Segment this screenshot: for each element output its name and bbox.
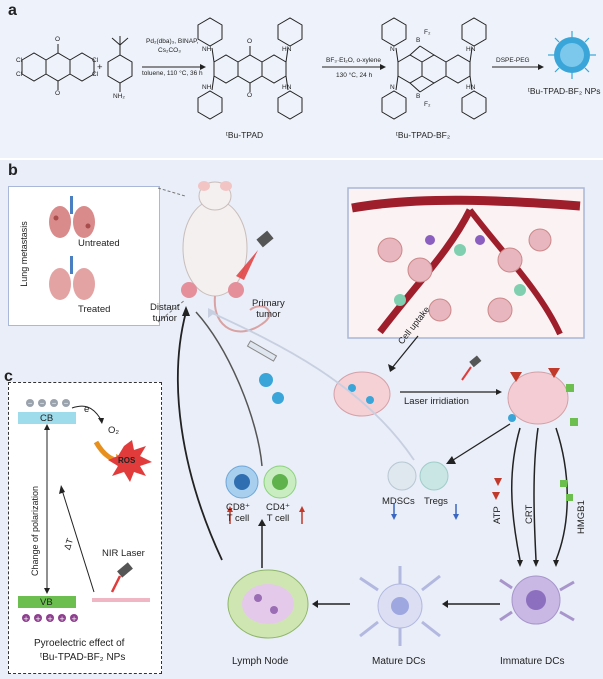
hn-label: HN [466,46,476,53]
step1-reagents-1: Pd₂(dba)₃, BINAP, [146,38,199,45]
ros-label: ROS [118,456,136,465]
product2-label: ᵗBu-TPAD-BF₂ [396,130,451,140]
atp-label: ATP [492,506,503,524]
o-label: O [247,92,253,99]
nir-laser-label: NIR Laser [102,548,145,559]
pyroelectric-caption-1: Pyroelectric effect of [34,638,125,649]
change-of-polarization-label: Change of polarization [30,485,40,576]
untreated-label: Untreated [78,238,120,249]
step2-conditions: 130 °C, 24 h [336,72,373,79]
cl-label: Cl [92,71,99,78]
n-label: N [390,84,395,91]
synthesis-scheme-svg [21,17,596,120]
f2-label: F₂ [424,29,431,36]
f2-label: F₂ [424,101,431,108]
panel-b-letter: b [8,162,18,179]
laser-irradiation-label: Laser irridiation [404,396,469,407]
n-label: N [390,46,395,53]
plus-sign: + [97,62,103,73]
o-label: O [247,38,253,45]
o-label: O [55,90,61,97]
cl-label: Cl [16,71,23,78]
aq1-mid-ring [45,52,71,82]
panel-a-letter: a [8,2,17,19]
nh-label: NH [202,84,212,91]
vb-label: VB [40,597,53,608]
cl-label: Cl [92,57,99,64]
panel-c-letter: c [4,368,13,385]
step1-conditions: toluene, 110 °C, 36 h [142,70,203,77]
hn-label: HN [466,84,476,91]
o2-label: O₂ [108,425,120,436]
immature-dcs-label: Immature DCs [500,656,565,667]
amine-ring [107,54,133,84]
lung-metastasis-title: Lung metastasis [19,221,29,287]
b-label: B [416,37,421,44]
mdscs-label: MDSCs [382,496,415,507]
cd4-label: CD4⁺ T cell [266,502,291,524]
electron-label: e [84,404,90,415]
nh-label: NH [202,46,212,53]
b-label: B [416,93,421,100]
product3-label: ᵗBu-TPAD-BF₂ NPs [528,86,601,96]
distant-tumor-label: Distant tumor [150,302,180,324]
tregs-label: Tregs [424,496,448,507]
step3-reagent: DSPE-PEG [496,57,530,64]
cd8-label: CD8⁺ T cell [226,502,251,524]
nanoparticle-icon [548,31,596,79]
tpad-left-ring [213,54,239,84]
hmgb1-label: HMGB1 [576,500,587,534]
nh2-label: NH₂ [113,93,125,100]
step1-reagents-2: Cs₂CO₃ [158,47,181,54]
cl-label: Cl [16,57,23,64]
cb-label: CB [40,413,54,424]
crt-label: CRT [524,504,535,524]
o-label: O [55,36,61,43]
tpad-mid-ring [237,54,263,84]
mature-dcs-label: Mature DCs [372,656,426,667]
aq1-right-ring [69,52,95,82]
primary-tumor-label: Primary tumor [252,298,285,320]
tpad-right-ring [261,54,287,84]
hn-label: HN [282,46,292,53]
hn-label: HN [282,84,292,91]
lymph-node-label: Lymph Node [232,656,289,667]
treated-label: Treated [78,304,111,315]
aq1-left-ring [21,52,47,82]
product1-label: ᵗBu-TPAD [226,130,264,140]
pyroelectric-caption-2: ᵗBu-TPAD-BF₂ NPs [40,652,126,663]
step2-reagents: BF₃·Et₂O, o-xylene [326,57,382,64]
